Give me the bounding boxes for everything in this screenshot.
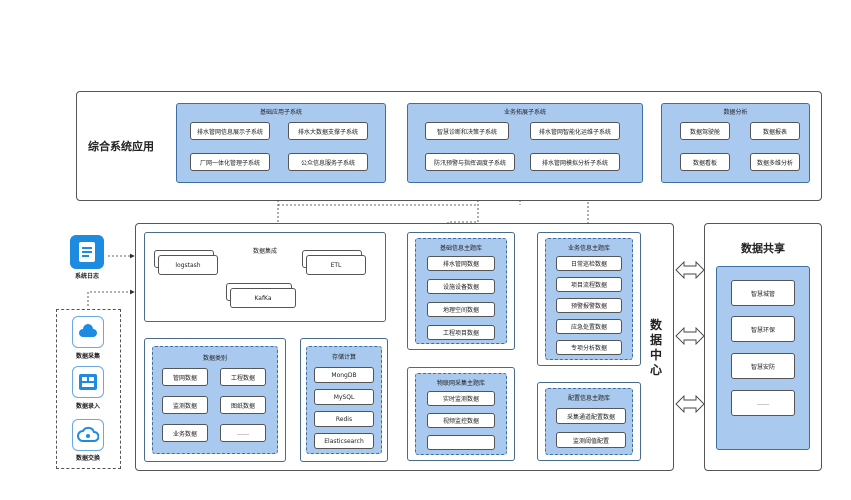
share-item[interactable]: 智慧城管 [731, 280, 795, 306]
business-theme-title: 业务信息主题库 [567, 245, 610, 252]
left-sources-group [56, 309, 121, 469]
etl-node[interactable]: ETL [306, 255, 366, 275]
data-exchange-label: 数据交换 [75, 455, 100, 462]
business-theme-item[interactable]: 项目流程数据 [556, 277, 622, 292]
iot-theme-title: 物联网采集主题库 [436, 380, 485, 387]
business-app-item[interactable]: 防汛预警与指挥调度子系统 [425, 153, 515, 171]
share-arrows [675, 260, 705, 414]
business-app-item[interactable]: 排水管网智能化运维子系统 [530, 122, 620, 140]
storage-item[interactable]: Redis [314, 411, 374, 427]
data-input-label: 数据录入 [75, 403, 100, 410]
category-item[interactable]: …… [220, 424, 266, 442]
data-integration-title: 数据集成 [252, 248, 277, 255]
business-theme-item[interactable]: 专项分析数据 [556, 340, 622, 355]
share-item[interactable]: 智慧安防 [731, 353, 795, 379]
config-theme-item[interactable]: 采集通道配置数据 [556, 408, 626, 424]
data-input-icon[interactable] [72, 366, 104, 398]
data-exchange-icon[interactable] [72, 419, 104, 451]
data-collect-icon[interactable] [72, 316, 104, 348]
basic-theme-item[interactable]: 地理空间数据 [427, 302, 495, 317]
storage-title: 存储计算 [331, 354, 356, 361]
basic-app-item[interactable]: 排水管网信息展示子系统 [190, 122, 270, 140]
basic-app-item[interactable]: 排水大数据支撑子系统 [288, 122, 368, 140]
basic-theme-item[interactable]: 设施设备数据 [427, 279, 495, 294]
iot-theme-item[interactable]: 视频监控数据 [427, 413, 495, 428]
kafka-node[interactable]: KafKa [230, 288, 296, 308]
storage-item[interactable]: Elasticsearch [314, 433, 374, 449]
basic-theme-item[interactable]: 排水管网数据 [427, 256, 495, 271]
basic-theme-title: 基础信息主题库 [439, 245, 482, 252]
category-item[interactable]: 工程数据 [220, 368, 266, 386]
analysis-item[interactable]: 数据驾驶舱 [680, 122, 730, 140]
analysis-item[interactable]: 数据报表 [750, 122, 800, 140]
system-log-label: 系统日志 [74, 273, 99, 280]
data-share-title: 数据共享 [741, 242, 785, 255]
business-apps-title: 业务拓展子系统 [503, 109, 546, 116]
business-app-item[interactable]: 排水管网模拟分析子系统 [530, 153, 620, 171]
basic-apps-title: 基础应用子系统 [259, 109, 302, 116]
analysis-item[interactable]: 数据看板 [680, 153, 730, 171]
category-item[interactable]: 监测数据 [162, 396, 208, 414]
data-collect-label: 数据采集 [75, 353, 100, 360]
config-theme-item[interactable]: 监测阈值配置 [556, 432, 626, 448]
category-item[interactable]: 业务数据 [162, 424, 208, 442]
analysis-title: 数据分析 [723, 109, 748, 116]
data-center-label: 数据中心 [649, 318, 662, 377]
storage-item[interactable]: MySQL [314, 389, 374, 405]
iot-theme-item[interactable]: 实时监测数据 [427, 391, 495, 406]
analysis-item[interactable]: 数据多维分析 [750, 153, 800, 171]
iot-theme-item[interactable] [427, 435, 495, 450]
system-log-icon[interactable] [70, 235, 104, 269]
category-item[interactable]: 管网数据 [162, 368, 208, 386]
business-app-item[interactable]: 智慧诊断和决策子系统 [425, 122, 509, 140]
category-item[interactable]: 图纸数据 [220, 396, 266, 414]
basic-app-item[interactable]: 厂网一体化管理子系统 [190, 153, 270, 171]
share-item[interactable]: 智慧环保 [731, 316, 795, 342]
business-theme-item[interactable]: 预警报警数据 [556, 298, 622, 313]
share-item[interactable]: …… [731, 390, 795, 416]
basic-app-item[interactable]: 公众信息服务子系统 [288, 153, 368, 171]
integrated-apps-title: 综合系统应用 [88, 140, 154, 153]
storage-item[interactable]: MongDB [314, 367, 374, 383]
basic-theme-item[interactable]: 工程项目数据 [427, 325, 495, 340]
business-theme-item[interactable]: 应急处置数据 [556, 319, 622, 334]
business-theme-item[interactable]: 日常巡检数据 [556, 256, 622, 271]
config-theme-title: 配置信息主题库 [567, 395, 610, 402]
logstash-node[interactable]: logstash [158, 255, 218, 275]
data-categories-title: 数据类别 [202, 355, 227, 362]
